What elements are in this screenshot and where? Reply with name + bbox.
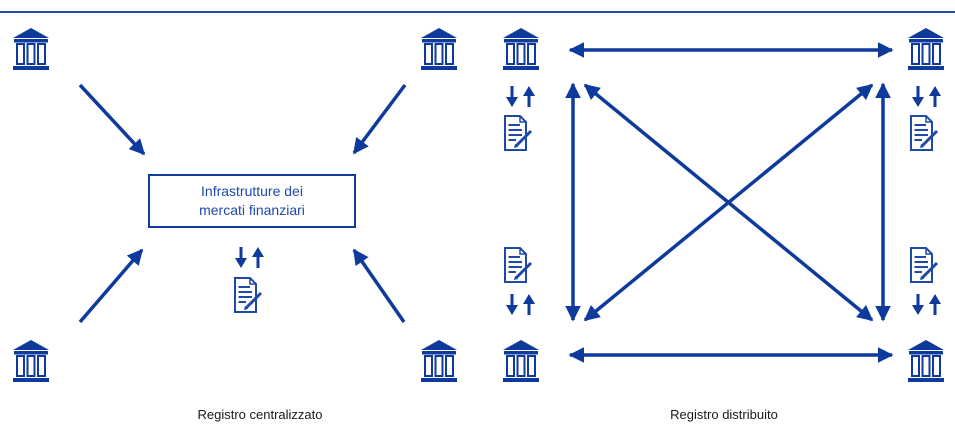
bank-icon — [502, 27, 540, 71]
arrow-to-infrastructure — [352, 83, 407, 155]
ledger-document-icon — [233, 276, 263, 314]
up-down-arrows-icon — [504, 84, 537, 109]
up-down-arrows-icon — [910, 292, 943, 317]
arrow-to-infrastructure — [78, 248, 144, 324]
up-down-arrows-icon — [233, 245, 266, 270]
arrow-to-infrastructure — [352, 248, 406, 323]
centralized-caption: Registro centralizzato — [197, 407, 323, 422]
bank-icon — [907, 339, 945, 383]
bank-icon — [420, 339, 458, 383]
market-infrastructure-box: Infrastrutture dei mercati finanziari — [148, 174, 356, 228]
infrastructure-label-line1: Infrastrutture dei — [201, 183, 303, 199]
distributed-section — [502, 27, 945, 383]
distributed-caption: Registro distribuito — [670, 407, 778, 422]
ledger-document-icon — [909, 246, 939, 284]
bank-icon — [420, 27, 458, 71]
ledger-document-icon — [909, 114, 939, 152]
ledger-document-icon — [503, 246, 533, 284]
infrastructure-label-line2: mercati finanziari — [199, 202, 305, 218]
bank-icon — [12, 27, 50, 71]
centralized-section — [12, 27, 458, 383]
up-down-arrows-icon — [504, 292, 537, 317]
ledger-document-icon — [503, 114, 533, 152]
peer-link-diagonal — [583, 83, 874, 322]
arrow-to-infrastructure — [78, 83, 146, 156]
bank-icon — [12, 339, 50, 383]
bank-icon — [907, 27, 945, 71]
up-down-arrows-icon — [910, 84, 943, 109]
bank-icon — [502, 339, 540, 383]
